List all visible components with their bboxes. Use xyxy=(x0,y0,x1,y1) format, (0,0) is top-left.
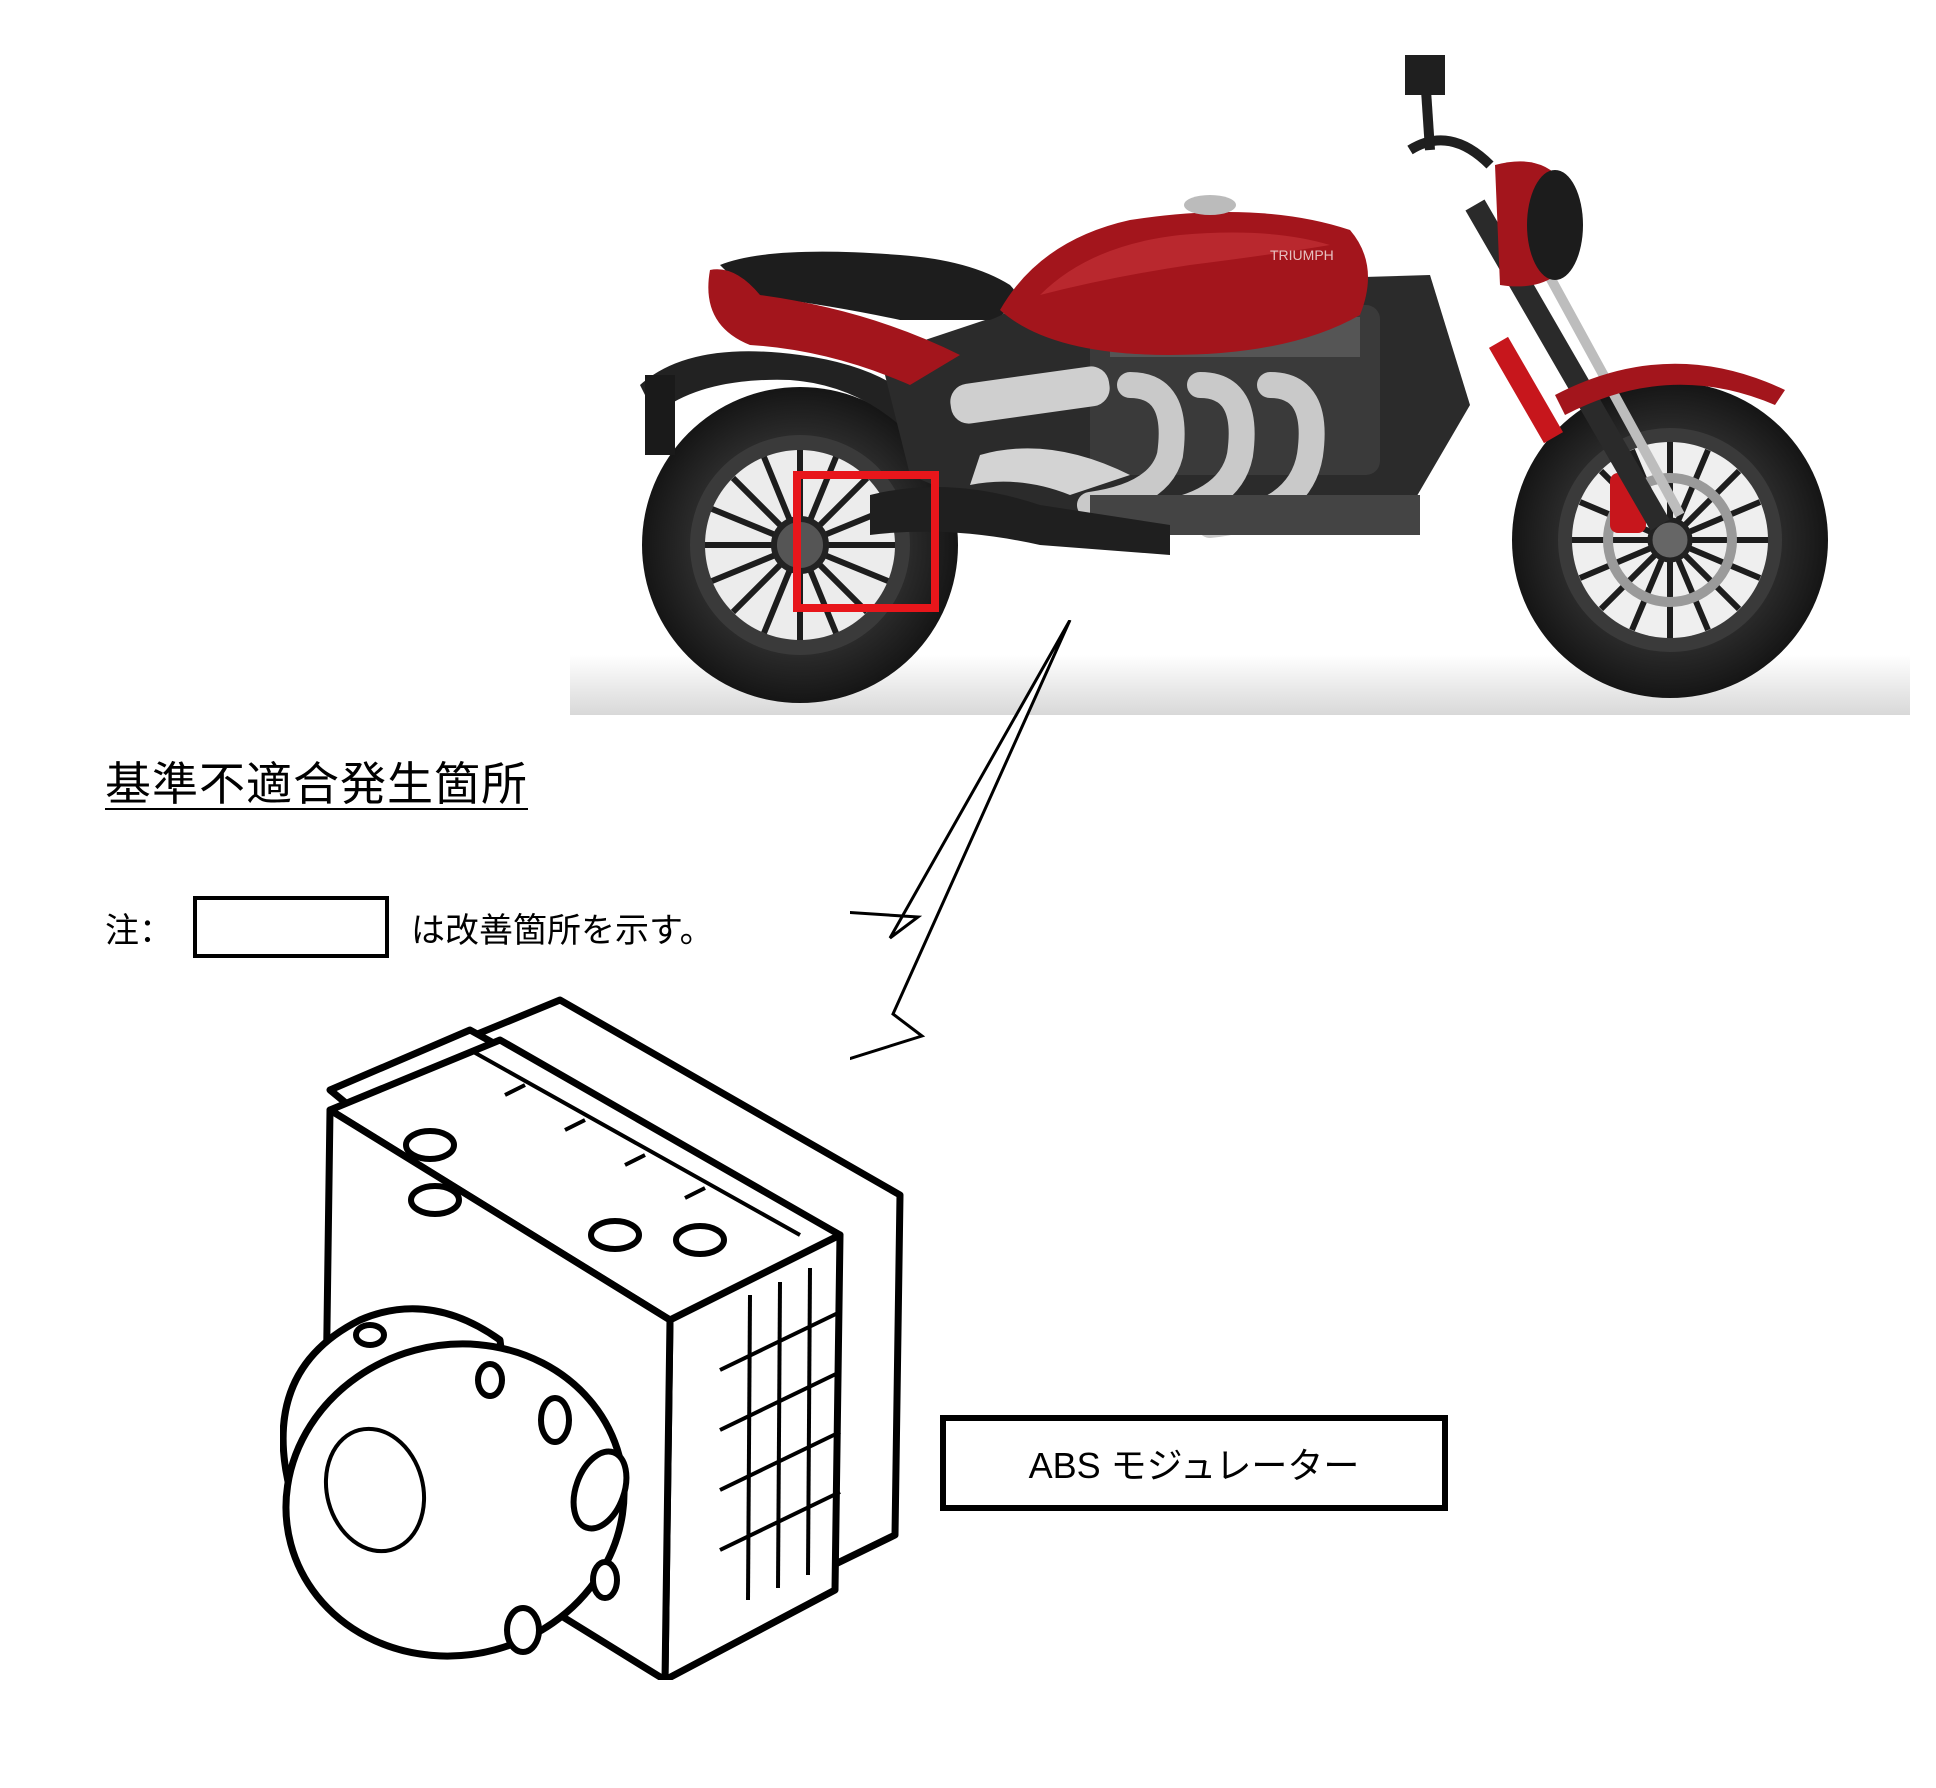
seat xyxy=(720,251,1017,320)
rear-fender xyxy=(640,351,930,435)
part-label-box: ABS モジュレーター xyxy=(940,1415,1448,1511)
handlebar xyxy=(1405,55,1494,169)
rear-cowl xyxy=(708,269,960,385)
part-label-text: ABS モジュレーター xyxy=(1028,1445,1360,1486)
front-fender xyxy=(1555,363,1785,415)
abs-modulator-drawing xyxy=(280,996,904,1680)
headlight xyxy=(1495,161,1583,287)
tank-logo: TRIUMPH xyxy=(1270,247,1334,263)
note-row: 注： は改善箇所を示す。 xyxy=(105,892,714,962)
note-prefix: 注： xyxy=(105,910,173,951)
improvement-highlight-box xyxy=(793,471,939,612)
note-legend-box xyxy=(193,896,389,958)
motorcycle-image: TRIUMPH xyxy=(570,55,1910,715)
exhaust xyxy=(870,487,1170,555)
front-wheel xyxy=(1512,382,1828,698)
license-bracket xyxy=(645,375,675,455)
pointer-arrow xyxy=(850,620,1072,1061)
section-heading: 基準不適合発生箇所 xyxy=(105,757,528,811)
note-suffix: は改善箇所を示す。 xyxy=(411,910,714,951)
fuel-tank: TRIUMPH xyxy=(1000,195,1368,355)
swingarm-cover xyxy=(970,448,1130,495)
